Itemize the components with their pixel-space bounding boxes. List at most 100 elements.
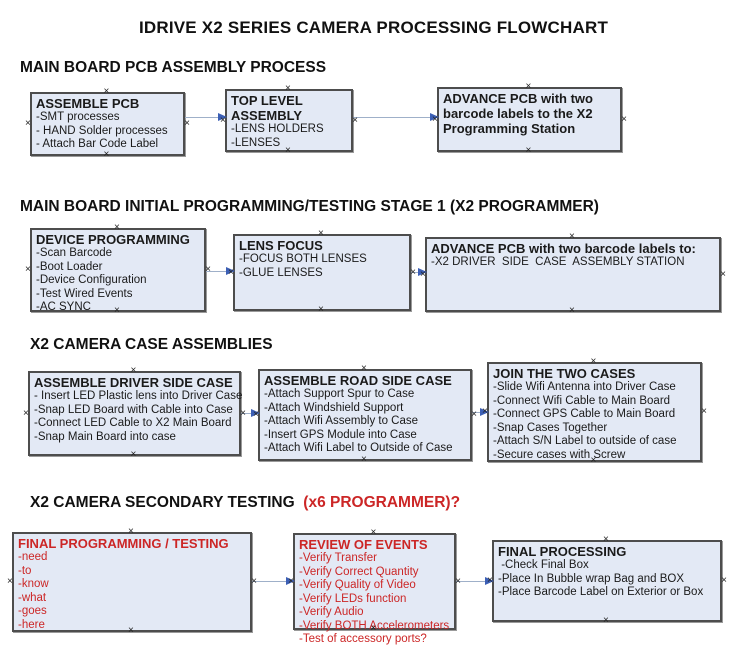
connection-point-icon: × xyxy=(603,534,609,545)
box-line: - Insert LED Plastic lens into Driver Ca… xyxy=(34,390,243,402)
connection-point-icon: × xyxy=(240,407,246,419)
box-line: -Attach Wifi Assembly to Case xyxy=(264,415,419,427)
box-line: -LENSES xyxy=(231,136,281,149)
arrowhead-icon xyxy=(418,268,427,276)
box-line: -here xyxy=(18,618,45,631)
section-heading-text: MAIN BOARD INITIAL PROGRAMMING/TESTING S… xyxy=(20,198,599,215)
box-lines: - Insert LED Plastic lens into Driver Ca… xyxy=(34,390,243,444)
section-heading-case-assemblies: X2 CAMERA CASE ASSEMBLIES xyxy=(30,336,273,354)
box-line: -Insert GPS Module into Case xyxy=(264,428,417,441)
box-line: -Place In Bubble wrap Bag and BOX xyxy=(498,572,685,585)
connection-point-icon: × xyxy=(184,118,190,129)
box-line: -Attach Windshield Support xyxy=(264,401,404,414)
connection-point-icon: × xyxy=(23,407,29,419)
flow-box-assemble-pcb: × × × × ASSEMBLE PCB -SMT processes- HAN… xyxy=(25,87,190,160)
box-title: JOIN THE TWO CASES xyxy=(493,366,636,381)
box-line: -Verify Correct Quantity xyxy=(299,565,419,578)
box-lines: -Check Final Box-Place In Bubble wrap Ba… xyxy=(498,559,716,600)
connection-point-icon: × xyxy=(487,575,493,586)
box-line: -Verify Audio xyxy=(299,606,364,618)
box-title: DEVICE PROGRAMMING xyxy=(36,232,190,247)
section-heading-secondary-testing: X2 CAMERA SECONDARY TESTING (x6 PROGRAMM… xyxy=(30,494,460,512)
connection-point-icon: × xyxy=(7,576,13,587)
box-title: REVIEW OF EVENTS xyxy=(299,537,428,552)
connection-point-icon: × xyxy=(285,83,291,94)
connection-point-icon: × xyxy=(720,268,726,280)
box-line: - Attach Bar Code Label xyxy=(36,138,159,150)
connection-point-icon: × xyxy=(525,81,532,92)
connection-point-icon: × xyxy=(352,114,358,126)
box-title: TOP LEVEL ASSEMBLY xyxy=(231,93,303,123)
box-lines: -SMT processes- HAND Solder processes- A… xyxy=(36,111,179,152)
box-line: -Secure cases with Screw xyxy=(493,448,626,461)
box-line: -Slide Wifi Antenna into Driver Case xyxy=(493,381,676,393)
arrowhead-icon xyxy=(286,577,295,585)
connection-point-icon: × xyxy=(130,449,137,460)
connector-line xyxy=(241,413,252,414)
box-lines: -Scan Barcode-Boot Loader-Device Configu… xyxy=(36,247,200,315)
connection-point-icon: × xyxy=(114,305,120,316)
box-lines: -Slide Wifi Antenna into Driver Case -Con… xyxy=(493,381,696,462)
box-line: -to xyxy=(18,564,32,577)
flow-box-device-programming: × × × × DEVICE PROGRAMMING -Scan Barcode… xyxy=(25,223,211,316)
box-line: -Verify LEDs function xyxy=(299,592,407,605)
box-lines: -LENS HOLDERS-LENSES xyxy=(231,123,347,150)
box-lines: -FOCUS BOTH LENSES-GLUE LENSES xyxy=(239,253,405,280)
section-heading-text: MAIN BOARD PCB ASSEMBLY PROCESS xyxy=(20,59,327,76)
box-title: FINAL PROCESSING xyxy=(498,544,627,559)
box-line: -Verify BOTH Accelerometers xyxy=(299,619,450,632)
box-line: -Attach S/N Label to outside of case xyxy=(493,435,677,447)
connection-point-icon: × xyxy=(288,575,294,587)
flow-box-final-processing: × × × × FINAL PROCESSING -Check Final Bo… xyxy=(487,535,727,626)
connection-point-icon: × xyxy=(128,625,134,636)
box-line: -goes xyxy=(18,605,47,617)
box-line: -Scan Barcode xyxy=(36,247,113,259)
section-heading-text: X2 CAMERA CASE ASSEMBLIES xyxy=(30,336,273,353)
arrowhead-icon xyxy=(226,267,235,275)
box-line: -Connect GPS Cable to Main Board xyxy=(493,408,676,420)
connection-point-icon: × xyxy=(432,113,438,125)
box-lines: -X2 DRIVER SIDE CASE ASSEMBLY STATION xyxy=(431,256,715,270)
connector-line xyxy=(252,581,287,582)
connection-point-icon: × xyxy=(228,266,234,278)
box-lines: -need-to-know-what-goes-here xyxy=(18,551,246,632)
box-line: -Test Wired Events xyxy=(36,287,133,300)
flow-box-advance-pcb-driver-side-station: × × × × ADVANCE PCB with two barcode lab… xyxy=(420,232,726,316)
connection-point-icon: × xyxy=(721,575,727,586)
flow-arrow xyxy=(241,409,260,417)
connection-point-icon: × xyxy=(253,409,259,420)
box-line: -Device Configuration xyxy=(36,274,147,286)
flow-arrow xyxy=(353,113,439,121)
box-line: -FOCUS BOTH LENSES xyxy=(239,253,367,265)
box-line: -AC SYNC xyxy=(36,301,91,313)
box-title: ASSEMBLE ROAD SIDE CASE xyxy=(264,373,452,388)
box-line: -Verify Quality of Video xyxy=(299,579,416,591)
box-line: -X2 DRIVER SIDE CASE ASSEMBLY STATION xyxy=(431,256,685,268)
connection-point-icon: × xyxy=(25,264,31,275)
arrowhead-icon xyxy=(430,113,439,121)
connection-point-icon: × xyxy=(25,118,31,129)
box-line: -what xyxy=(18,591,47,604)
connection-point-icon: × xyxy=(590,455,597,466)
connection-point-icon: × xyxy=(370,623,377,634)
connector-line xyxy=(472,412,481,413)
box-title: FINAL PROGRAMMING / TESTING xyxy=(18,536,229,551)
connection-point-icon: × xyxy=(603,615,609,626)
connection-point-icon: × xyxy=(103,149,110,160)
connection-point-icon: × xyxy=(701,406,707,417)
connection-point-icon: × xyxy=(569,305,575,316)
connection-point-icon: × xyxy=(590,356,597,367)
box-line: -Connect LED Cable to X2 Main Board xyxy=(34,417,232,429)
box-line: -Boot Loader xyxy=(36,260,103,273)
box-line: -Attach Support Spur to Case xyxy=(264,388,415,400)
connection-point-icon: × xyxy=(410,266,416,278)
box-line: -Snap LED Board with Cable into Case xyxy=(34,403,233,416)
connection-point-icon: × xyxy=(420,268,426,280)
connection-point-icon: × xyxy=(361,454,367,465)
section-heading-pcb-assembly: MAIN BOARD PCB ASSEMBLY PROCESS xyxy=(20,59,326,77)
box-title: LENS FOCUS xyxy=(239,238,323,253)
connection-point-icon: × xyxy=(205,264,211,275)
connection-point-icon: × xyxy=(471,409,477,420)
connection-point-icon: × xyxy=(455,575,461,587)
box-lines: -Verify Transfer-Verify Correct Quantity… xyxy=(299,552,450,647)
